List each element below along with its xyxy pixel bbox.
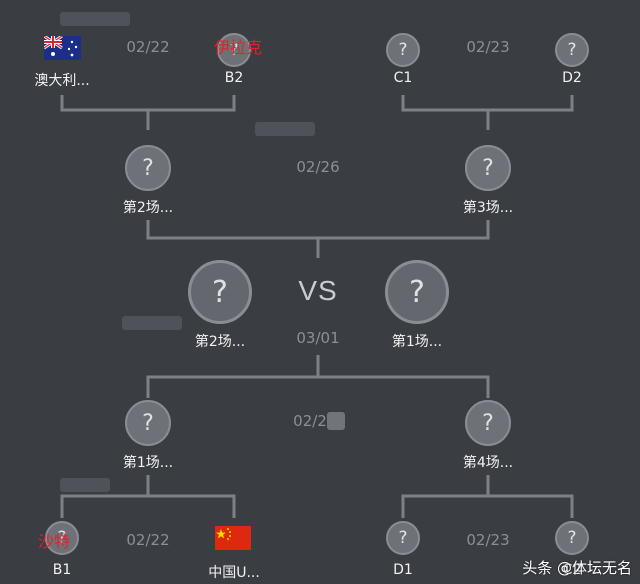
team-label-d2: D2 — [562, 70, 582, 86]
blur-mark — [327, 412, 345, 430]
match-label: 第2场... — [122, 200, 174, 216]
question-mark-icon[interactable]: ? — [125, 145, 171, 191]
team-label-china: 中国U... — [208, 565, 260, 581]
match-label: 第2场... — [194, 334, 246, 350]
team-label-d1: D1 — [393, 562, 413, 578]
question-mark-icon[interactable]: ? — [188, 260, 252, 324]
annotation-iraq: 伊拉克 — [214, 38, 263, 57]
china-flag-icon — [215, 526, 251, 550]
question-mark-icon[interactable]: ? — [125, 400, 171, 446]
team-label-b1: B1 — [52, 562, 72, 578]
question-mark-icon[interactable]: ? — [555, 521, 589, 555]
question-mark-icon[interactable]: ? — [45, 521, 79, 555]
match-label: 第4场... — [462, 455, 514, 471]
blur-mark — [60, 478, 110, 492]
connector-top-right — [401, 95, 574, 112]
blur-mark — [255, 122, 315, 136]
connector-bottom-semi — [146, 375, 490, 398]
question-mark-icon[interactable]: ? — [465, 145, 511, 191]
connector-bottom-left — [60, 494, 236, 518]
australia-flag-icon — [44, 36, 81, 60]
question-mark-icon[interactable]: ? — [385, 260, 449, 324]
question-mark-icon[interactable]: ? — [555, 33, 589, 67]
match-date: 02/23 — [466, 531, 510, 549]
watermark: 头条 @体坛无名 — [522, 559, 632, 577]
team-label-australia: 澳大利... — [34, 73, 90, 89]
team-label-c2: C2 — [562, 562, 582, 578]
question-mark-icon[interactable]: ? — [217, 33, 251, 67]
match-label: 第1场... — [391, 334, 443, 350]
match-date: 02/22 — [126, 531, 170, 549]
team-label-c1: C1 — [393, 70, 413, 86]
vs-label: VS — [298, 275, 338, 306]
match-date: 03/01 — [296, 329, 340, 347]
blur-mark — [122, 316, 182, 330]
match-label: 第3场... — [462, 200, 514, 216]
blur-mark — [60, 12, 130, 26]
connector-top-semi — [146, 220, 490, 240]
match-label: 第1场... — [122, 455, 174, 471]
connector-top-left — [60, 95, 236, 112]
question-mark-icon[interactable]: ? — [386, 33, 420, 67]
match-date: 02/22 — [126, 38, 170, 56]
question-mark-icon[interactable]: ? — [465, 400, 511, 446]
match-date: 02/23 — [466, 38, 510, 56]
question-mark-icon[interactable]: ? — [386, 521, 420, 555]
annotation-saudi: 沙特 — [38, 532, 71, 551]
team-label-b2: B2 — [224, 70, 244, 86]
match-date: 02/26 — [296, 158, 340, 176]
connector-bottom-right — [401, 494, 574, 518]
match-date: 02/2 — [293, 412, 327, 430]
